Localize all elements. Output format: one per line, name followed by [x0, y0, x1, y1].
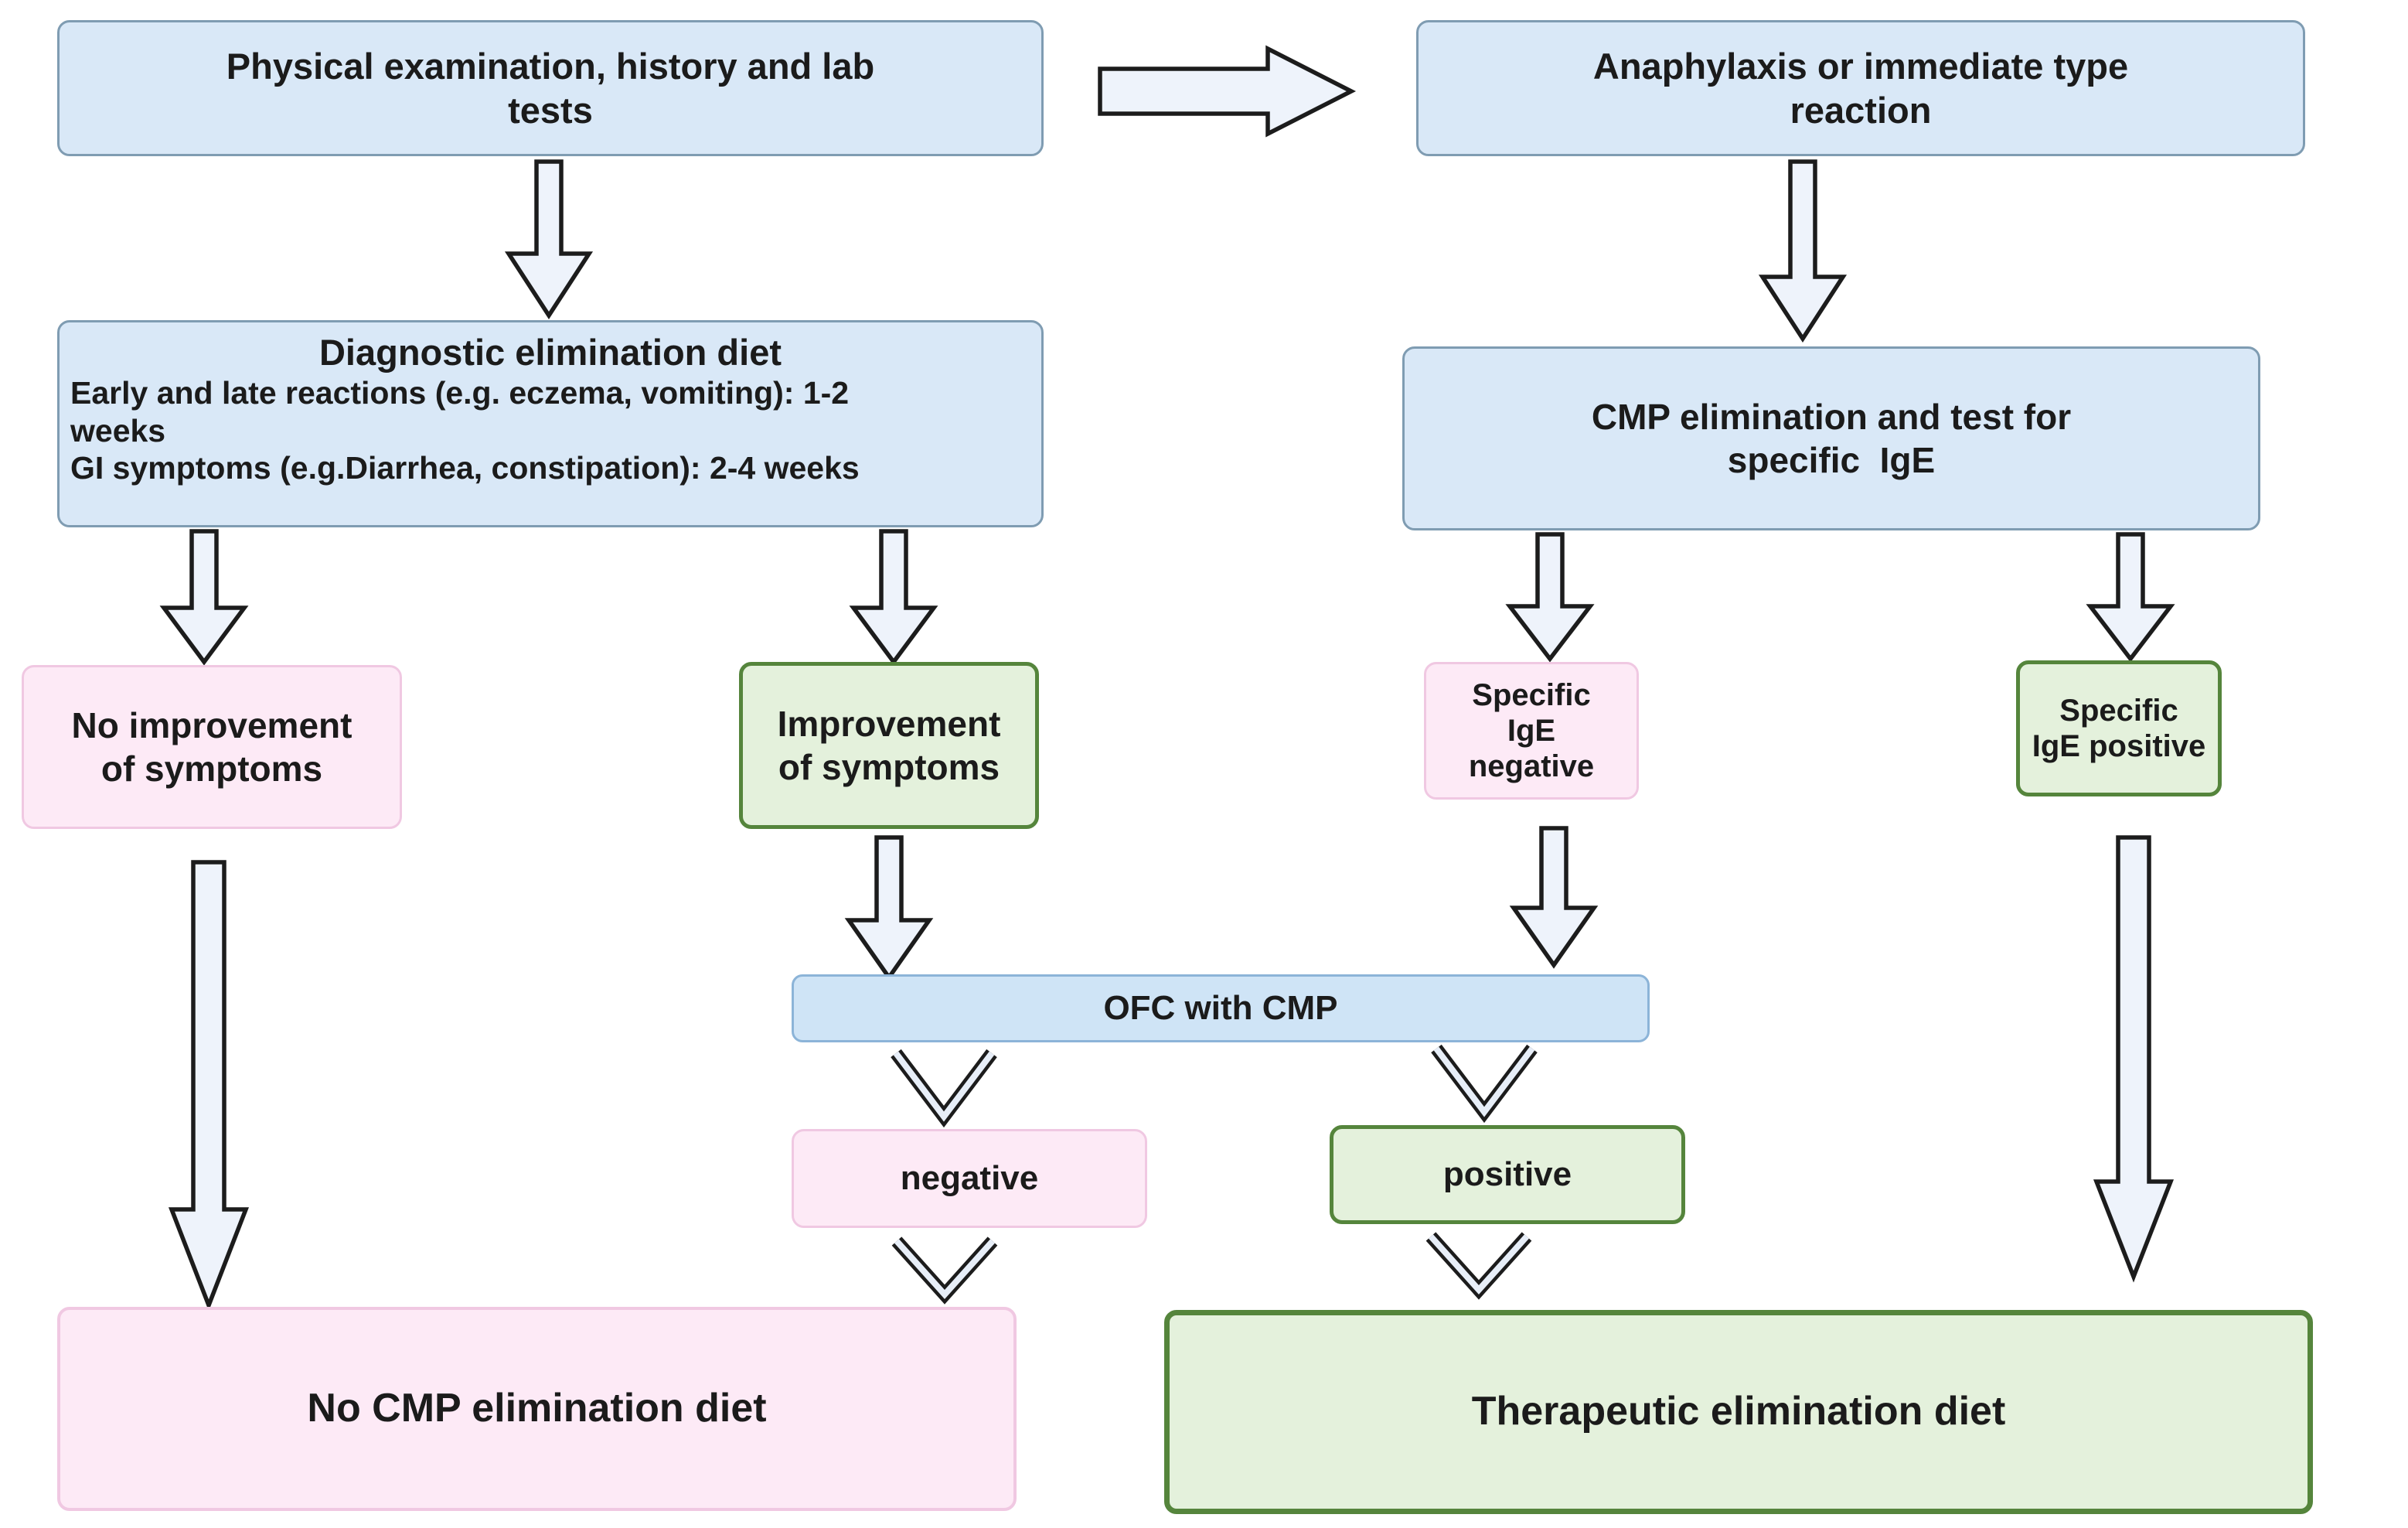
node-ofc-with-cmp: OFC with CMP: [792, 974, 1650, 1042]
node-diagnostic-sub-line3: GI symptoms (e.g.Diarrhea, constipation)…: [70, 450, 860, 486]
arrow-down-icon: [1509, 826, 1599, 969]
node-ige-negative-line3: negative: [1468, 749, 1595, 783]
node-specific-ige-positive: Specific IgE positive: [2016, 660, 2222, 796]
node-cmp-elimination-line2: specific IgE: [1727, 440, 1936, 480]
chevron-down-icon: [891, 1236, 998, 1305]
long-arrow-down-icon: [2093, 835, 2175, 1283]
chevron-down-icon: [1431, 1044, 1538, 1124]
node-therapeutic-elimination-diet: Therapeutic elimination diet: [1164, 1310, 2313, 1514]
arrow-down-icon: [159, 529, 249, 666]
node-ofc-positive-label: positive: [1442, 1155, 1572, 1194]
node-therapeutic-diet-label: Therapeutic elimination diet: [1471, 1389, 2006, 1434]
node-diagnostic-sub-line2: weeks: [70, 412, 166, 449]
node-ofc-positive: positive: [1330, 1125, 1685, 1224]
arrow-down-icon: [844, 835, 934, 981]
node-no-improvement-line2: of symptoms: [100, 749, 323, 789]
node-physical-exam: Physical examination, history and lab te…: [57, 20, 1044, 156]
chevron-down-icon: [891, 1049, 997, 1128]
arrow-down-icon: [849, 529, 938, 666]
node-improvement: Improvement of symptoms: [739, 662, 1039, 829]
node-ige-positive-line1: Specific: [2059, 694, 2178, 728]
arrow-down-icon: [1758, 159, 1848, 343]
node-anaphylaxis: Anaphylaxis or immediate type reaction: [1416, 20, 2305, 156]
node-ige-positive-line2: IgE positive: [2032, 729, 2206, 763]
long-arrow-down-icon: [168, 860, 250, 1311]
node-no-improvement-line1: No improvement: [71, 704, 353, 745]
node-ofc-label: OFC with CMP: [1103, 989, 1338, 1028]
node-cmp-elimination-test: CMP elimination and test for specific Ig…: [1402, 346, 2260, 530]
node-anaphylaxis-line2: reaction: [1790, 90, 1932, 131]
node-no-cmp-elimination-diet: No CMP elimination diet: [57, 1307, 1017, 1511]
node-improvement-line2: of symptoms: [778, 747, 1000, 787]
node-diagnostic-title: Diagnostic elimination diet: [318, 332, 782, 373]
chevron-down-icon: [1425, 1232, 1532, 1300]
node-cmp-elimination-line1: CMP elimination and test for: [1591, 396, 2072, 437]
node-no-improvement: No improvement of symptoms: [22, 665, 402, 829]
node-diagnostic-elimination-diet: Diagnostic elimination diet Early and la…: [57, 320, 1044, 527]
arrow-down-icon: [504, 159, 594, 320]
node-anaphylaxis-line1: Anaphylaxis or immediate type: [1592, 45, 2129, 87]
node-physical-exam-line2: tests: [508, 90, 593, 131]
node-improvement-line1: Improvement: [777, 703, 1001, 744]
arrow-right-icon: [1098, 45, 1357, 138]
node-physical-exam-line1: Physical examination, history and lab: [226, 45, 875, 87]
node-ige-negative-line1: Specific: [1472, 678, 1591, 712]
node-ofc-negative-label: negative: [900, 1159, 1039, 1198]
node-no-cmp-diet-label: No CMP elimination diet: [307, 1386, 767, 1431]
node-diagnostic-sub-line1: Early and late reactions (e.g. eczema, v…: [70, 375, 850, 411]
arrow-down-icon: [1505, 532, 1595, 663]
arrow-down-icon: [2086, 532, 2175, 663]
node-ofc-negative: negative: [792, 1129, 1147, 1228]
node-specific-ige-negative: Specific IgE negative: [1424, 662, 1639, 800]
node-ige-negative-line2: IgE: [1507, 714, 1556, 748]
